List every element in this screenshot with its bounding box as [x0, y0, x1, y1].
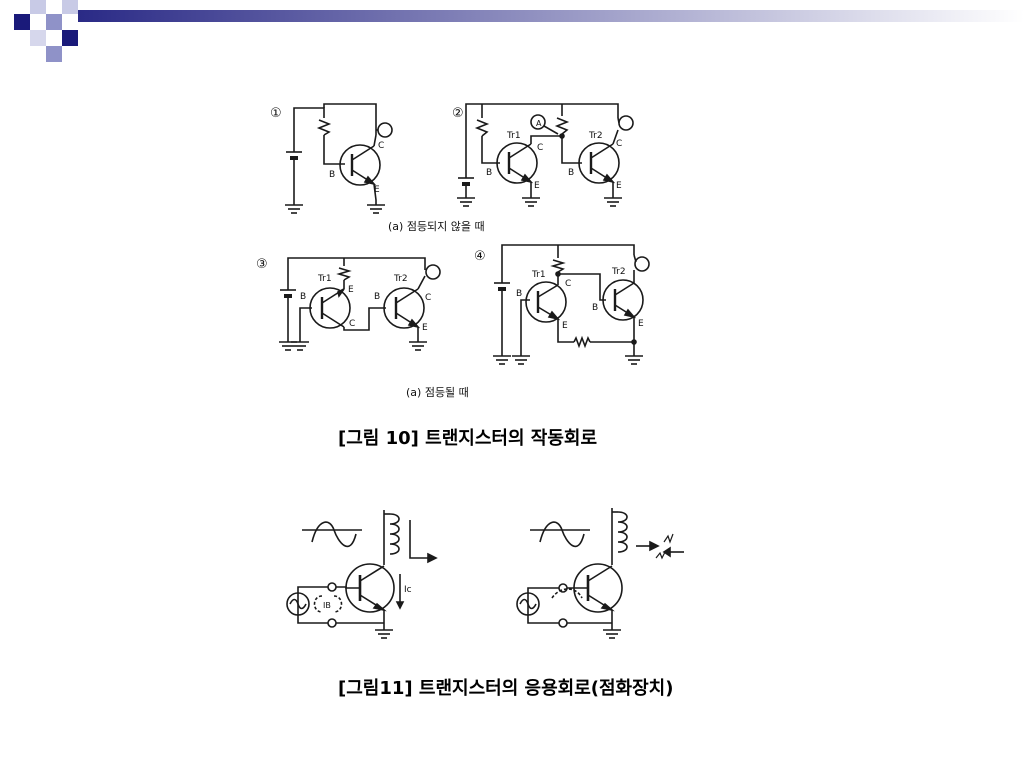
header-decoration: [14, 0, 1024, 62]
panel-number: ③: [256, 257, 268, 272]
collector-label: C: [565, 279, 571, 289]
base-label: B: [568, 168, 574, 178]
amplifier-circuit: Ic IB: [286, 510, 438, 639]
panel-4-circuit: ④: [474, 244, 650, 365]
base-label: B: [374, 292, 380, 302]
ignition-circuit: [516, 508, 684, 639]
collector-label: C: [349, 319, 355, 329]
tr2-label: Tr2: [611, 267, 626, 277]
deco-square: [46, 14, 62, 30]
tr1-label: Tr1: [531, 270, 546, 280]
panel-3-circuit: ③ Tr1: [256, 257, 441, 351]
panel-number: ②: [452, 106, 464, 121]
emitter-label: E: [562, 321, 568, 331]
deco-square: [30, 0, 46, 14]
emitter-label: E: [534, 181, 540, 191]
emitter-label: E: [374, 185, 380, 195]
deco-square: [62, 0, 78, 14]
emitter-label: E: [638, 319, 644, 329]
emitter-label: E: [616, 181, 622, 191]
figure-11-caption: [그림11] 트랜지스터의 응용회로(점화장치): [338, 678, 674, 699]
deco-square: [14, 14, 30, 30]
figure-11-diagram: Ic IB: [286, 508, 684, 639]
deco-square: [62, 30, 78, 46]
point-a-label: A: [536, 119, 542, 128]
base-label: B: [300, 292, 306, 302]
base-label: B: [486, 168, 492, 178]
tr2-label: Tr2: [393, 274, 408, 284]
subcaption-lit: (a) 점등될 때: [406, 385, 469, 399]
header-gradient-bar: [78, 10, 1024, 22]
deco-square: [46, 46, 62, 62]
tr1-label: Tr1: [506, 131, 521, 141]
deco-square: [30, 30, 46, 46]
ic-label: Ic: [404, 585, 412, 595]
panel-number: ④: [474, 249, 486, 264]
panel-1-circuit: ① B C E: [270, 103, 393, 214]
collector-label: C: [425, 293, 431, 303]
ib-label: IB: [323, 601, 331, 610]
figure-10-diagram: ① B C E ②: [256, 103, 650, 399]
collector-label: C: [537, 143, 543, 153]
base-label: B: [592, 303, 598, 313]
tr2-label: Tr2: [588, 131, 603, 141]
panel-2-circuit: ②: [452, 103, 634, 207]
base-label: B: [329, 170, 335, 180]
panel-number: ①: [270, 106, 282, 121]
subcaption-not-lit: (a) 점등되지 않을 때: [388, 220, 485, 233]
figure-10-caption: [그림 10] 트랜지스터의 작동회로: [338, 428, 598, 449]
base-label: B: [516, 289, 522, 299]
collector-label: C: [616, 139, 622, 149]
emitter-label: E: [422, 323, 428, 333]
collector-label: C: [378, 141, 384, 151]
emitter-label: E: [348, 285, 354, 295]
tr1-label: Tr1: [317, 274, 332, 284]
